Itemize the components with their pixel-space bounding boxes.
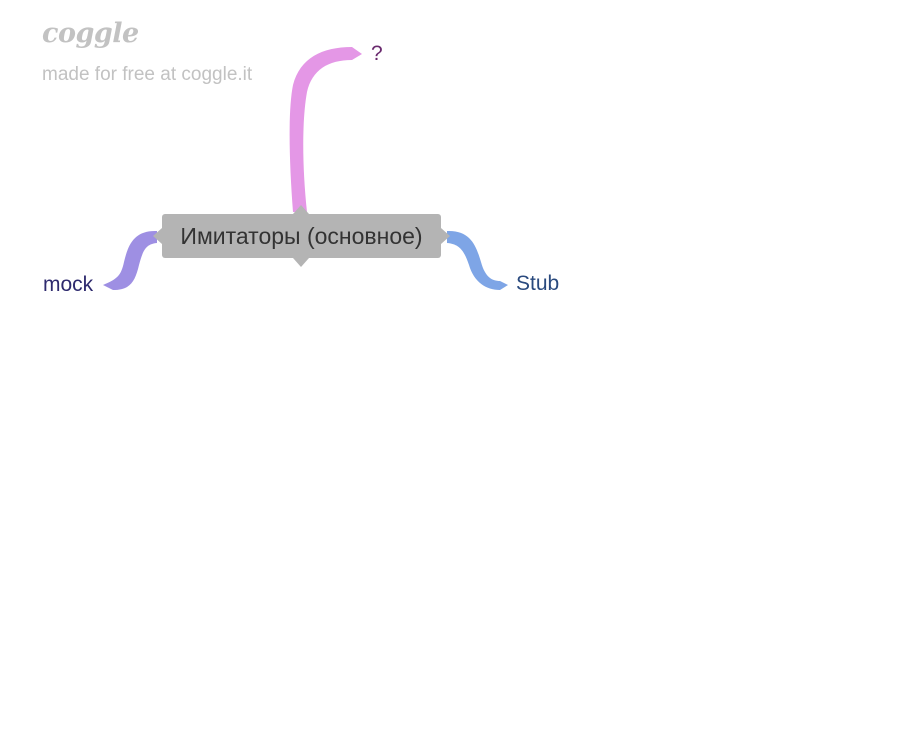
branch-mock[interactable] [103, 230, 157, 290]
root-node[interactable]: Имитаторы (основное) [153, 205, 450, 267]
root-node-label: Имитаторы (основное) [180, 222, 423, 249]
node-stub-label[interactable]: Stub [516, 272, 560, 295]
root-handle-top[interactable] [293, 205, 309, 214]
node-mock-label[interactable]: mock [43, 273, 94, 296]
branch-stub[interactable] [447, 230, 508, 290]
root-handle-bottom[interactable] [293, 258, 309, 267]
coggle-tagline[interactable]: made for free at coggle.it [42, 64, 253, 85]
root-handle-right[interactable] [441, 228, 450, 244]
coggle-logo[interactable]: coggle [42, 18, 139, 49]
root-handle-left[interactable] [153, 228, 162, 244]
branch-question[interactable] [289, 47, 362, 212]
node-question-label[interactable]: ? [371, 42, 383, 65]
